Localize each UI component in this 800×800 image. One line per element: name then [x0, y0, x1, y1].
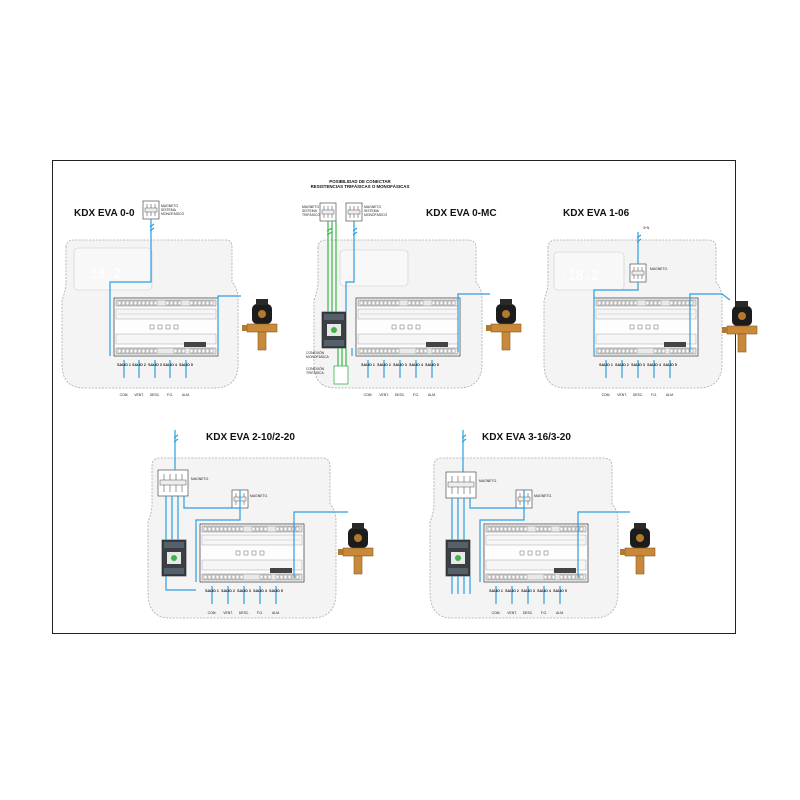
- function-label: ALM.: [666, 393, 674, 397]
- contactor-icon: [161, 539, 187, 577]
- function-label: DESC.: [523, 611, 533, 615]
- magneto-label-b: MAGNETO.: [250, 494, 268, 498]
- output-label: SALID 4: [253, 589, 267, 593]
- output-label: SALID 1: [599, 363, 613, 367]
- function-label: ALM.: [272, 611, 280, 615]
- output-label: SALID 3: [393, 363, 407, 367]
- output-label: SALID 2: [221, 589, 235, 593]
- output-label: SALID 2: [615, 363, 629, 367]
- output-label: SALID 5: [553, 589, 567, 593]
- breaker-icon: [319, 202, 337, 222]
- diagram-frame: [52, 160, 736, 634]
- output-label: SALID 5: [179, 363, 193, 367]
- panel-title: KDX EVA 0-MC: [426, 208, 497, 219]
- function-label: F.G.: [413, 393, 419, 397]
- output-label: SALID 2: [377, 363, 391, 367]
- output-label: SALID 1: [489, 589, 503, 593]
- output-label: SALID 2: [505, 589, 519, 593]
- output-label: SALID 4: [647, 363, 661, 367]
- function-label: DESC.: [239, 611, 249, 615]
- function-label: VENT.: [617, 393, 627, 397]
- function-label: COM.: [120, 393, 129, 397]
- output-label: SALID 5: [425, 363, 439, 367]
- output-label: SALID 3: [237, 589, 251, 593]
- function-label: VENT.: [507, 611, 517, 615]
- solenoid-valve-icon: [241, 298, 278, 351]
- panel-title: KDX EVA 3-16/3-20: [482, 432, 571, 443]
- controller-module-icon: [199, 523, 305, 583]
- panel-title: KDX EVA 2-10/2-20: [206, 432, 295, 443]
- panel-kdx-eva-3-16-3-20: KDX EVA 3-16/3-20 MAGNETO. MAGNETO. SALI…: [429, 430, 656, 619]
- output-label: SALID 1: [361, 363, 375, 367]
- function-label: ALM.: [182, 393, 190, 397]
- magneto-label: MAGNETO.: [650, 267, 668, 271]
- lcd-display: -18.2: [560, 269, 599, 284]
- breaker-icon: [629, 263, 647, 283]
- function-label: COM.: [492, 611, 501, 615]
- breaker-icon: [345, 202, 363, 222]
- output-label: SALID 2: [132, 363, 146, 367]
- function-label: F.G.: [651, 393, 657, 397]
- function-label: VENT.: [379, 393, 389, 397]
- contactor-icon: [321, 311, 347, 349]
- output-label: SALID 1: [205, 589, 219, 593]
- controller-module-icon: [113, 297, 219, 357]
- function-label: VENT.: [134, 393, 144, 397]
- lcd-display: -18.2: [82, 267, 121, 282]
- contactor-icon: [445, 539, 471, 577]
- function-label: ALM.: [428, 393, 436, 397]
- function-label: ALM.: [556, 611, 564, 615]
- controller-module-icon: [483, 523, 589, 583]
- output-label: SALID 5: [269, 589, 283, 593]
- solenoid-valve-icon: [619, 522, 656, 575]
- function-label: DESC.: [150, 393, 160, 397]
- function-label: F.G.: [257, 611, 263, 615]
- function-label: COM.: [208, 611, 217, 615]
- function-label: COM.: [602, 393, 611, 397]
- solenoid-valve-icon: [485, 298, 522, 351]
- output-label: SALID 3: [148, 363, 162, 367]
- output-label: SALID 4: [163, 363, 177, 367]
- breaker-icon: [142, 200, 160, 220]
- output-label: SALID 5: [663, 363, 677, 367]
- function-label: F.G.: [167, 393, 173, 397]
- supply-label: 3+N: [643, 226, 650, 230]
- magneto-label-a: MAGNETO.: [191, 477, 209, 481]
- function-label: VENT.: [223, 611, 233, 615]
- function-label: DESC.: [395, 393, 405, 397]
- controller-module-icon: [593, 297, 699, 357]
- function-label: DESC.: [633, 393, 643, 397]
- output-label: SALID 4: [537, 589, 551, 593]
- controller-module-icon: [355, 297, 461, 357]
- panel-kdx-eva-2-10-2-20: KDX EVA 2-10/2-20 MAGNETO. MAGNETO. SALI…: [147, 430, 374, 619]
- output-label: SALID 4: [409, 363, 423, 367]
- magneto-label-b: MAGNETO.: [534, 494, 552, 498]
- solenoid-valve-icon: [721, 300, 758, 353]
- function-label: COM.: [364, 393, 373, 397]
- function-label: F.G.: [541, 611, 547, 615]
- magneto-label-a: MAGNETO.: [479, 479, 497, 483]
- solenoid-valve-icon: [337, 522, 374, 575]
- panel-title: KDX EVA 0-0: [74, 208, 135, 219]
- output-label: SALID 1: [117, 363, 131, 367]
- output-label: SALID 3: [521, 589, 535, 593]
- panel-title: KDX EVA 1-06: [563, 208, 630, 219]
- output-label: SALID 3: [631, 363, 645, 367]
